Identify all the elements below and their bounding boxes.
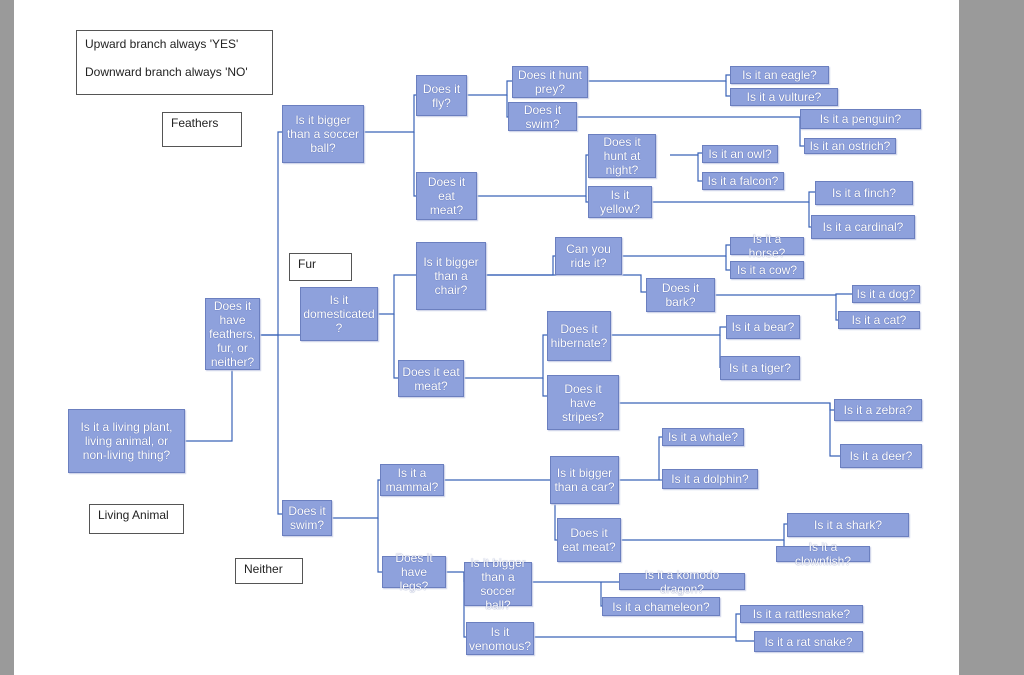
label-living-animal: Living Animal xyxy=(89,504,184,534)
label-fur: Fur xyxy=(289,253,352,281)
answer-deer: Is it a deer? xyxy=(840,444,922,468)
node-neither-eat-meat: Does it eat meat? xyxy=(557,518,621,562)
node-is-yellow: Is it yellow? xyxy=(588,186,652,218)
legend-no-rule: Downward branch always 'NO' xyxy=(85,65,248,79)
answer-rat-snake: Is it a rat snake? xyxy=(754,631,863,652)
label-neither: Neither xyxy=(235,558,303,584)
node-bigger-than-car: Is it bigger than a car? xyxy=(550,456,619,504)
node-neither-swim: Does it swim? xyxy=(282,500,332,536)
answer-finch: Is it a finch? xyxy=(815,181,913,205)
node-feathers-swim: Does it swim? xyxy=(508,102,577,131)
node-feathers-eat-meat: Does it eat meat? xyxy=(416,172,477,220)
answer-tiger: Is it a tiger? xyxy=(720,356,800,380)
answer-horse: Is it a horse? xyxy=(730,232,804,260)
answer-clownfish: Is it a clownfish? xyxy=(776,540,870,568)
node-hunt-prey: Does it hunt prey? xyxy=(512,66,588,98)
node-bigger-than-chair: Is it bigger than a chair? xyxy=(416,242,486,310)
node-domesticated: Is it domesticated ? xyxy=(300,287,378,341)
diagram-page: Upward branch always 'YES' Downward bran… xyxy=(14,0,959,675)
node-feathers-bigger-than-ball: Is it bigger than a soccer ball? xyxy=(282,105,364,163)
node-is-mammal: Is it a mammal? xyxy=(380,464,444,496)
node-fur-eat-meat: Does it eat meat? xyxy=(398,360,464,397)
answer-cardinal: Is it a cardinal? xyxy=(811,215,915,239)
node-hibernate: Does it hibernate? xyxy=(547,311,611,361)
answer-ostrich: Is it an ostrich? xyxy=(804,138,896,154)
answer-zebra: Is it a zebra? xyxy=(834,399,922,421)
answer-cat: Is it a cat? xyxy=(838,311,920,329)
connector-lines xyxy=(185,74,852,642)
node-does-it-fly: Does it fly? xyxy=(416,75,467,116)
node-root-question: Is it a living plant, living animal, or … xyxy=(68,409,185,473)
node-feathers-fur-neither: Does it have feathers, fur, or neither? xyxy=(205,298,260,370)
answer-penguin: Is it a penguin? xyxy=(800,109,921,129)
node-does-it-bark: Does it bark? xyxy=(646,278,715,312)
answer-dolphin: Is it a dolphin? xyxy=(662,469,758,489)
node-have-stripes: Does it have stripes? xyxy=(547,375,619,430)
answer-rattlesnake: Is it a rattlesnake? xyxy=(740,605,863,623)
answer-falcon: Is it a falcon? xyxy=(702,172,784,190)
node-hunt-at-night: Does it hunt at night? xyxy=(588,134,656,178)
legend-yes-rule: Upward branch always 'YES' xyxy=(85,37,239,51)
node-can-you-ride: Can you ride it? xyxy=(555,237,622,275)
answer-cow: Is it a cow? xyxy=(730,261,804,279)
answer-whale: Is it a whale? xyxy=(662,428,744,446)
answer-owl: Is it an owl? xyxy=(702,145,778,163)
answer-chameleon: Is it a chameleon? xyxy=(602,597,720,616)
answer-shark: Is it a shark? xyxy=(787,513,909,537)
label-feathers: Feathers xyxy=(162,112,242,147)
node-have-legs: Does it have legs? xyxy=(382,551,446,593)
answer-vulture: Is it a vulture? xyxy=(730,88,838,106)
answer-eagle: Is it an eagle? xyxy=(730,66,829,84)
legend-box: Upward branch always 'YES' Downward bran… xyxy=(76,30,273,95)
answer-komodo-dragon: Is it a komodo dragon? xyxy=(619,568,745,596)
answer-dog: Is it a dog? xyxy=(852,285,920,303)
node-venomous: Is it venomous? xyxy=(466,622,534,655)
node-bigger-than-soccer-ball: Is it bigger than a soccer ball? xyxy=(464,556,532,612)
answer-bear: Is it a bear? xyxy=(726,315,800,339)
